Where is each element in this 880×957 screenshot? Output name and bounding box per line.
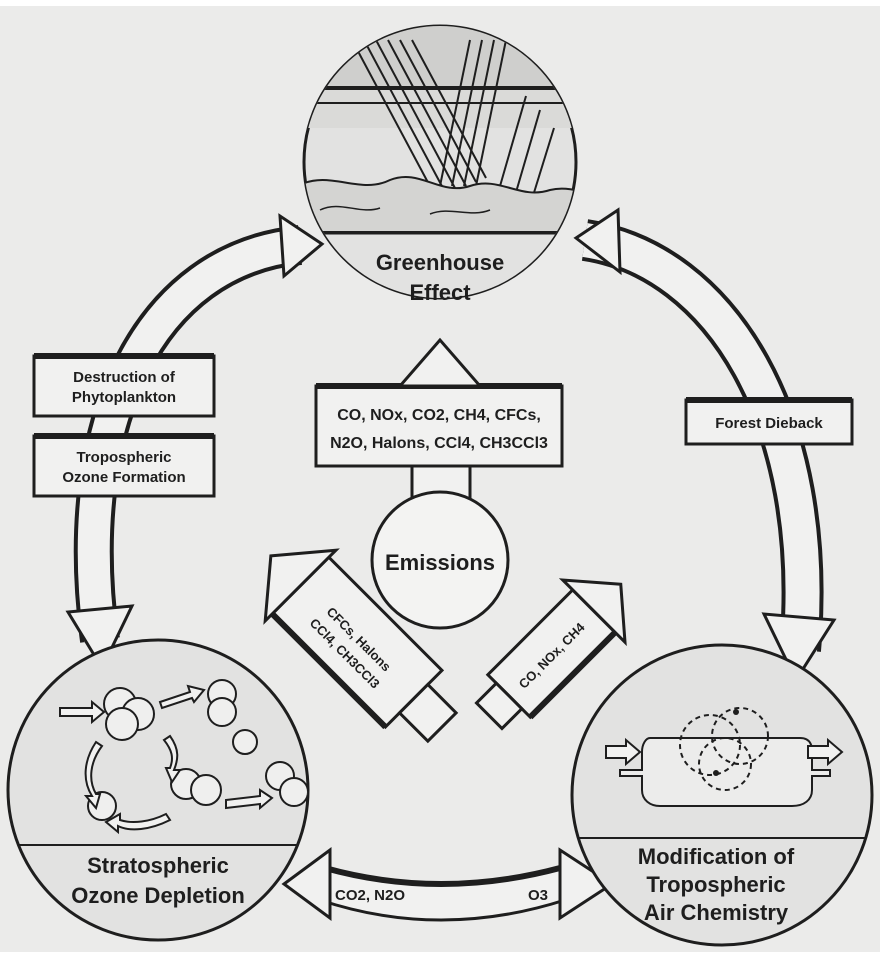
left-box-top-line2: Phytoplankton	[72, 389, 176, 406]
up-emission-arrow	[314, 337, 564, 508]
left-box-bottom-line2: Ozone Formation	[62, 469, 185, 486]
top-border	[0, 0, 880, 6]
tropospheric-title-line1: Modification of	[638, 844, 795, 869]
stratospheric-node	[6, 638, 310, 942]
down-left-emission-arrow	[263, 548, 459, 744]
down-right-emission-arrow	[474, 578, 627, 731]
arrowhead-bottom-right	[558, 847, 615, 921]
greenhouse-title-line1: Greenhouse	[376, 250, 504, 275]
up-arrow-label-line2: N2O, Halons, CCl4, CH3CCl3	[330, 435, 548, 452]
arrowhead-up	[396, 337, 484, 388]
reaction-arrows-icon	[59, 684, 274, 835]
emissions-circle	[370, 490, 510, 630]
tropospheric-node	[570, 643, 874, 947]
bottom-double-arrow	[281, 847, 615, 922]
stratospheric-title-line2: Ozone Depletion	[71, 883, 245, 908]
bottom-arrow-right-label: O3	[528, 887, 548, 904]
arrowhead-left-down	[65, 604, 135, 672]
tropospheric-title-line3: Air Chemistry	[644, 900, 789, 925]
right-curved-arrow	[573, 207, 837, 684]
left-label-box-bottom	[32, 433, 216, 498]
right-label-box	[684, 397, 854, 446]
arrowhead-right-up	[573, 207, 622, 276]
left-box-top-line1: Destruction of	[73, 369, 176, 386]
reaction-chamber-icon	[605, 707, 844, 807]
left-box-bottom-line1: Tropospheric	[76, 449, 171, 466]
outflow-arrow-icon	[807, 737, 844, 767]
arrowhead-right-down	[761, 612, 837, 684]
tropospheric-title-line2: Tropospheric	[646, 872, 785, 897]
greenhouse-title-line2: Effect	[409, 280, 471, 305]
right-box-label: Forest Dieback	[715, 415, 823, 432]
bottom-arrow-left-label: CO2, N2O	[335, 887, 405, 904]
arrowhead-left-up	[278, 213, 325, 280]
stratospheric-title-line1: Stratospheric	[87, 853, 229, 878]
up-arrow-label-line1: CO, NOx, CO2, CH4, CFCs,	[337, 407, 541, 424]
arrowhead-bottom-left	[281, 847, 332, 921]
ozone-molecules-icon	[87, 679, 308, 821]
left-label-box-top	[32, 353, 216, 418]
emissions-title: Emissions	[385, 550, 495, 575]
inflow-arrow-icon	[605, 737, 642, 767]
